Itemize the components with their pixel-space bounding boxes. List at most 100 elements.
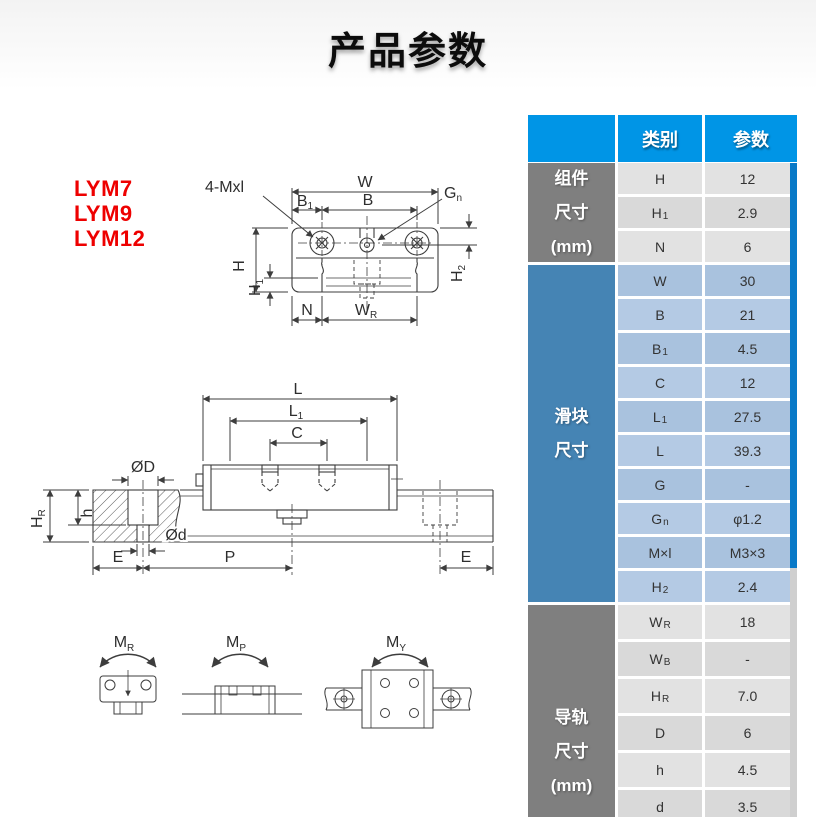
front-view-labels: 4-Mxl W B1 B Gn H H1 H2 N WR <box>205 174 468 321</box>
group-label-line: 组件 <box>554 168 589 188</box>
dim-e-right-label: E <box>461 549 472 566</box>
moment-mp-label: MP <box>226 634 246 654</box>
param-name-subscript: 1 <box>662 346 668 358</box>
table-header-row: 类别 参数 <box>528 115 797 162</box>
param-name: W <box>649 651 663 667</box>
scrollbar-track[interactable] <box>790 568 797 817</box>
dim-h-small-label: h <box>79 509 96 518</box>
param-name-cell: C <box>618 367 702 398</box>
param-name: d <box>656 799 664 815</box>
param-value-cell: 6 <box>705 231 790 262</box>
scrollbar[interactable] <box>790 163 797 817</box>
param-name-subscript: 2 <box>662 584 669 596</box>
param-name-subscript: R <box>661 694 670 705</box>
page-title: 产品参数 <box>327 31 488 73</box>
group-label-line: 尺寸 <box>554 440 589 460</box>
dim-h1-label: H1 <box>247 278 266 296</box>
param-name: M×l <box>648 544 672 561</box>
model-name: LYM12 <box>74 226 146 251</box>
param-name-cell: d <box>618 790 702 817</box>
param-name-subscript: B <box>663 657 671 668</box>
param-name: H <box>654 170 666 187</box>
side-view-dimensions <box>43 395 494 575</box>
param-name: L <box>652 408 661 425</box>
param-value-cell: φ1.2 <box>705 503 790 534</box>
dim-w-label: W <box>357 174 373 191</box>
group-label-line: 尺寸 <box>554 742 589 761</box>
param-name: W <box>653 272 667 289</box>
param-name: B <box>655 306 665 323</box>
param-value-cell: 21 <box>705 299 790 330</box>
param-name-cell: L <box>618 435 702 466</box>
param-value-cell: 12 <box>705 367 790 398</box>
table-header-parameter: 参数 <box>705 115 797 162</box>
dim-c-label: C <box>291 425 303 442</box>
dim-l1-label: L1 <box>289 403 304 422</box>
param-value-cell: 12 <box>705 163 790 194</box>
dim-4mxl-label: 4-Mxl <box>205 179 244 196</box>
param-name: H <box>651 578 662 595</box>
model-name: LYM9 <box>74 201 133 226</box>
param-name: G <box>651 510 663 527</box>
param-name-cell: N <box>618 231 702 262</box>
dim-gn-label: Gn <box>444 185 462 204</box>
group-label-line: 导轨 <box>554 708 589 727</box>
param-name: C <box>654 374 666 391</box>
param-value-cell: M3×3 <box>705 537 790 568</box>
dim-hr-label: HR <box>30 509 48 528</box>
param-name: H <box>650 688 661 704</box>
dim-h2-label: H2 <box>449 264 468 282</box>
param-name-cell: D <box>618 716 702 750</box>
dim-p-label: P <box>225 549 236 566</box>
param-value-cell: 4.5 <box>705 333 790 364</box>
param-name-subscript: R <box>663 620 671 631</box>
param-value-cell: 27.5 <box>705 401 790 432</box>
param-value-cell: 3.5 <box>705 790 790 817</box>
param-value-cell: 4.5 <box>705 753 790 787</box>
group-label: 滑块尺寸 <box>528 265 615 602</box>
dim-e-left-label: E <box>113 549 124 566</box>
side-view-labels: L L1 C ØD Ød HR h E P E <box>30 381 471 566</box>
dim-n-label: N <box>301 302 313 319</box>
param-value-cell: 7.0 <box>705 679 790 713</box>
group-label-line: 滑块 <box>554 406 589 426</box>
dim-wr-label: WR <box>355 302 377 321</box>
dim-b1-label: B1 <box>297 193 314 212</box>
scrollbar-thumb[interactable] <box>790 163 797 568</box>
param-value-cell: 2.4 <box>705 571 790 602</box>
param-name-subscript: 1 <box>662 210 669 222</box>
param-value-cell: 2.9 <box>705 197 790 228</box>
param-name: D <box>654 725 666 741</box>
group-label-line: (mm) <box>550 776 593 795</box>
technical-drawing: 4-Mxl W B1 B Gn H H1 H2 N WR <box>30 174 494 729</box>
moment-diagrams <box>99 653 472 729</box>
dim-h-label: H <box>231 260 248 272</box>
param-value-cell: 18 <box>705 605 790 639</box>
param-name: L <box>656 442 664 459</box>
dim-b-label: B <box>363 192 374 209</box>
param-name-cell: B <box>618 299 702 330</box>
param-value-cell: 39.3 <box>705 435 790 466</box>
param-name: B <box>652 340 662 357</box>
dim-l-label: L <box>294 381 303 398</box>
param-name: h <box>656 762 664 778</box>
param-name: G <box>654 476 666 493</box>
param-value-cell: 6 <box>705 716 790 750</box>
param-name-cell: H <box>618 163 702 194</box>
group-label: 导轨尺寸 (mm) <box>528 605 615 817</box>
group-label-line: 尺寸 <box>554 202 589 222</box>
table-header-empty <box>528 115 615 162</box>
param-name: H <box>651 204 662 221</box>
param-name-subscript: n <box>663 516 669 528</box>
param-name-cell: G <box>618 469 702 500</box>
moment-mr-label: MR <box>114 634 135 654</box>
param-value-cell: - <box>705 642 790 676</box>
